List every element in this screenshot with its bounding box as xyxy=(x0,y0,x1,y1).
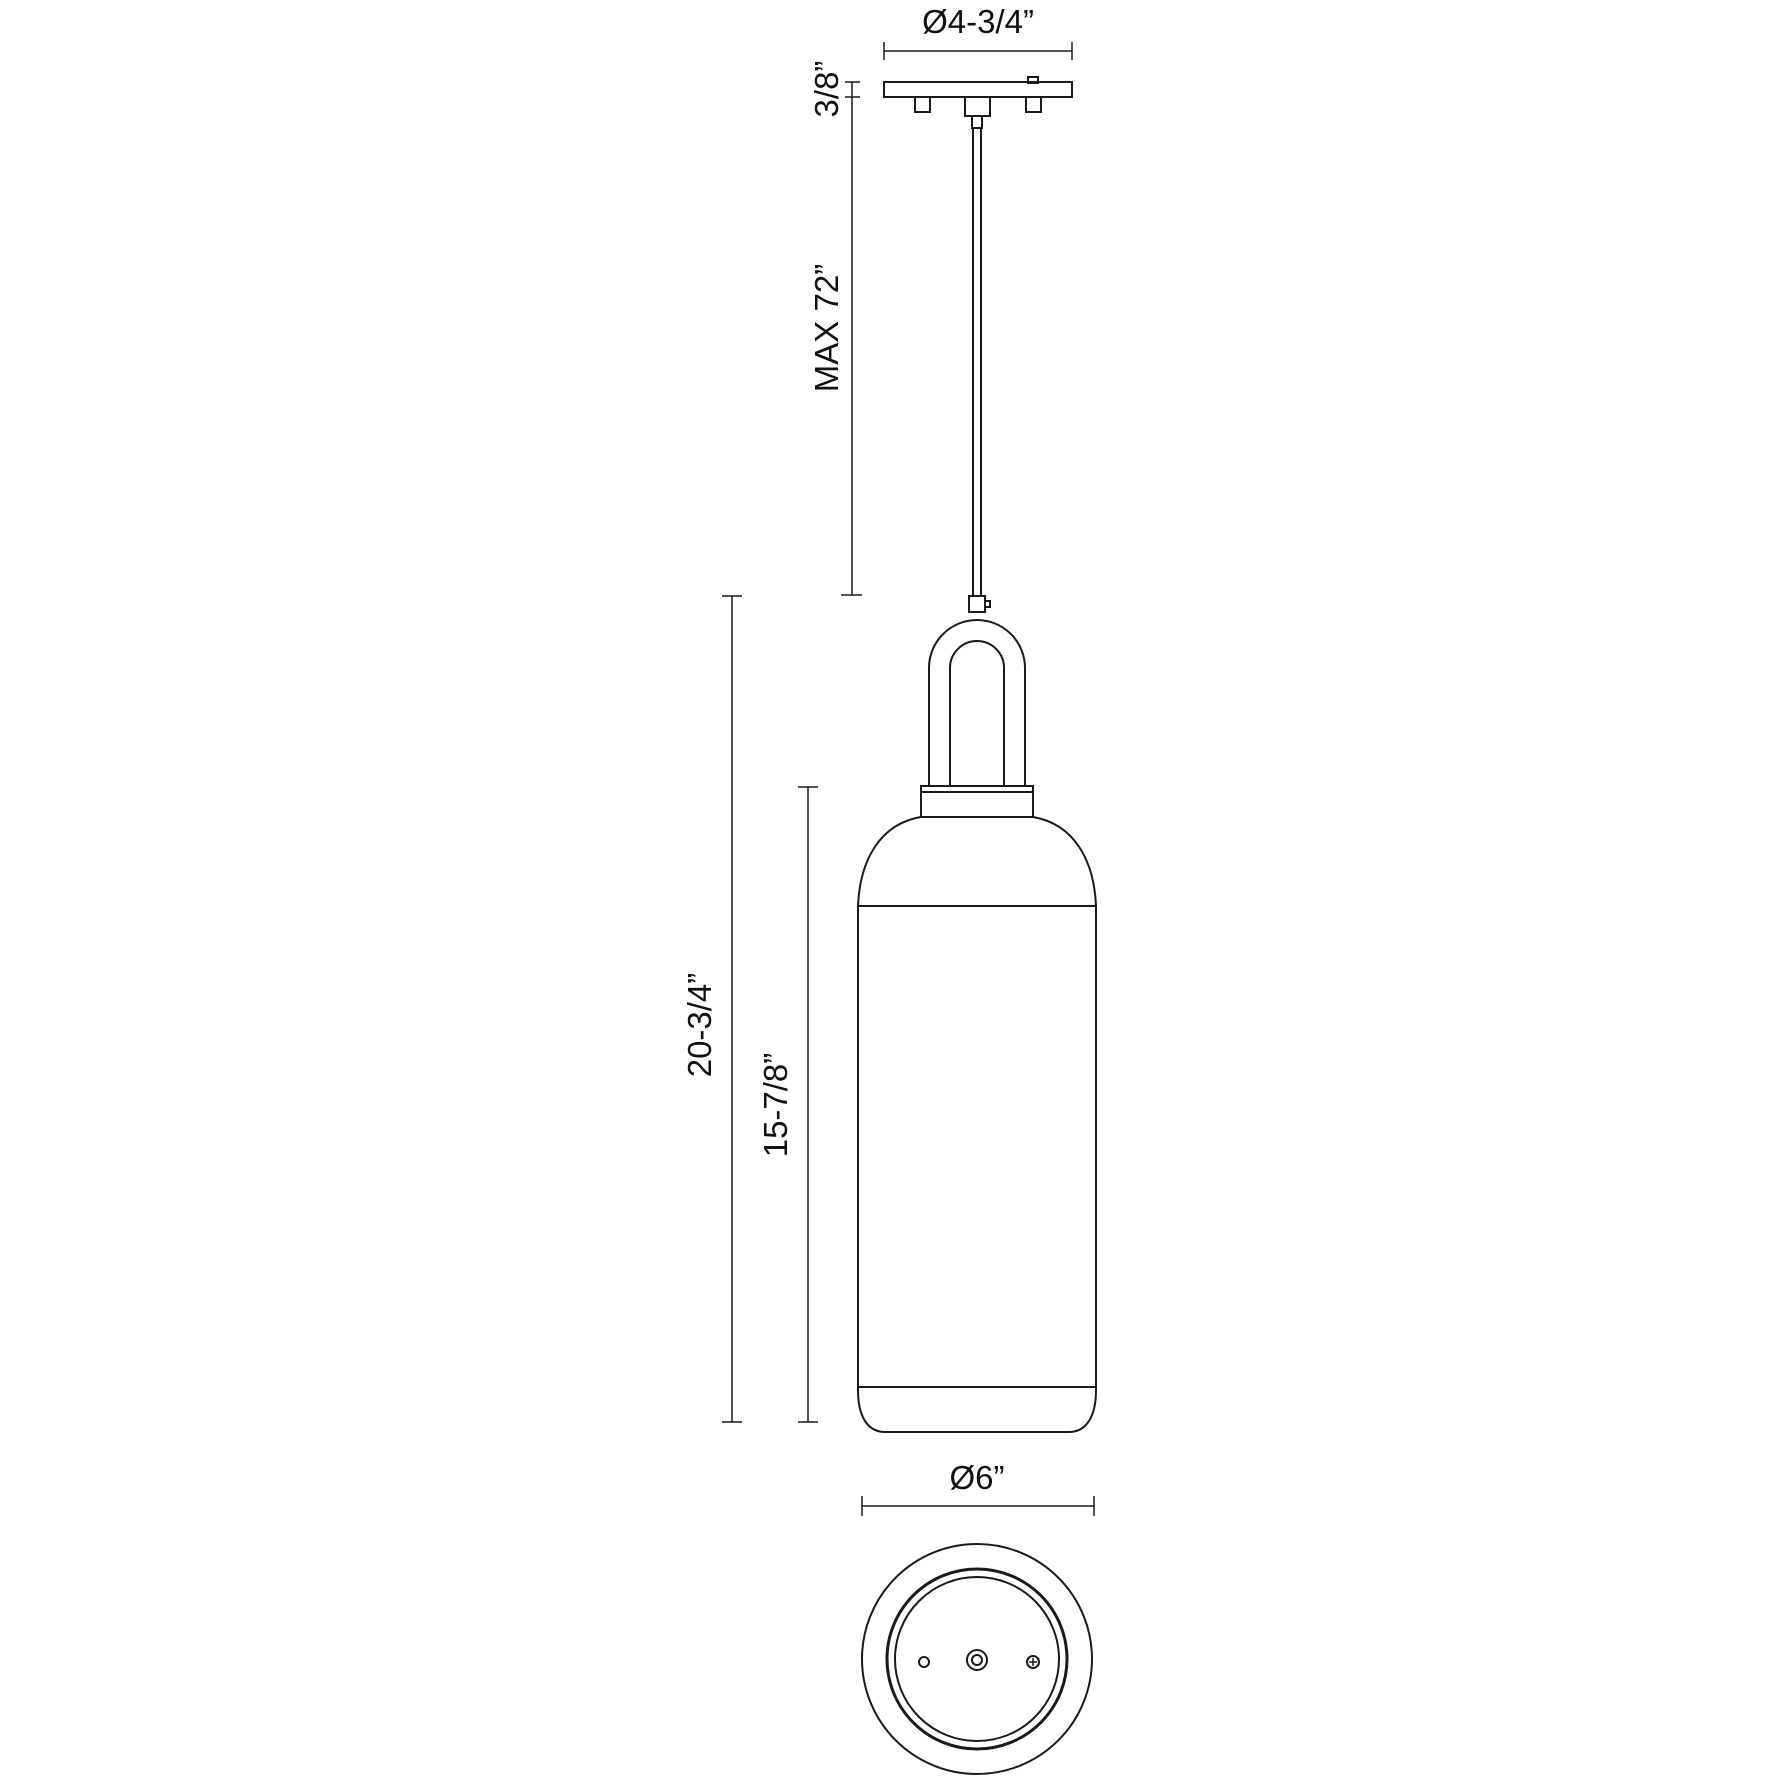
shade-diameter-label: Ø6” xyxy=(949,1459,1004,1496)
cord xyxy=(972,128,982,596)
shade-height-label: 15-7/8” xyxy=(757,1053,794,1158)
max-cord-length-dimension: MAX 72” xyxy=(808,97,862,596)
overall-height-label: 20-3/4” xyxy=(681,973,718,1078)
shade-height-dimension: 15-7/8” xyxy=(757,786,818,1423)
canopy-diameter-label: Ø4-3/4” xyxy=(922,3,1034,40)
canopy-diameter-dimension: Ø4-3/4” xyxy=(883,3,1073,60)
canopy-height-label: 3/8” xyxy=(808,61,845,118)
shade-diameter-dimension: Ø6” xyxy=(861,1459,1095,1516)
bottom-view xyxy=(861,1543,1093,1775)
canopy xyxy=(883,76,1073,129)
glass-shade xyxy=(857,816,1097,1433)
arch-hanger xyxy=(920,595,1034,793)
max-cord-length-label: MAX 72” xyxy=(808,264,845,392)
overall-height-dimension: 20-3/4” xyxy=(681,595,742,1423)
shade-collar xyxy=(920,791,1034,818)
canopy-height-dimension: 3/8” xyxy=(808,61,860,118)
